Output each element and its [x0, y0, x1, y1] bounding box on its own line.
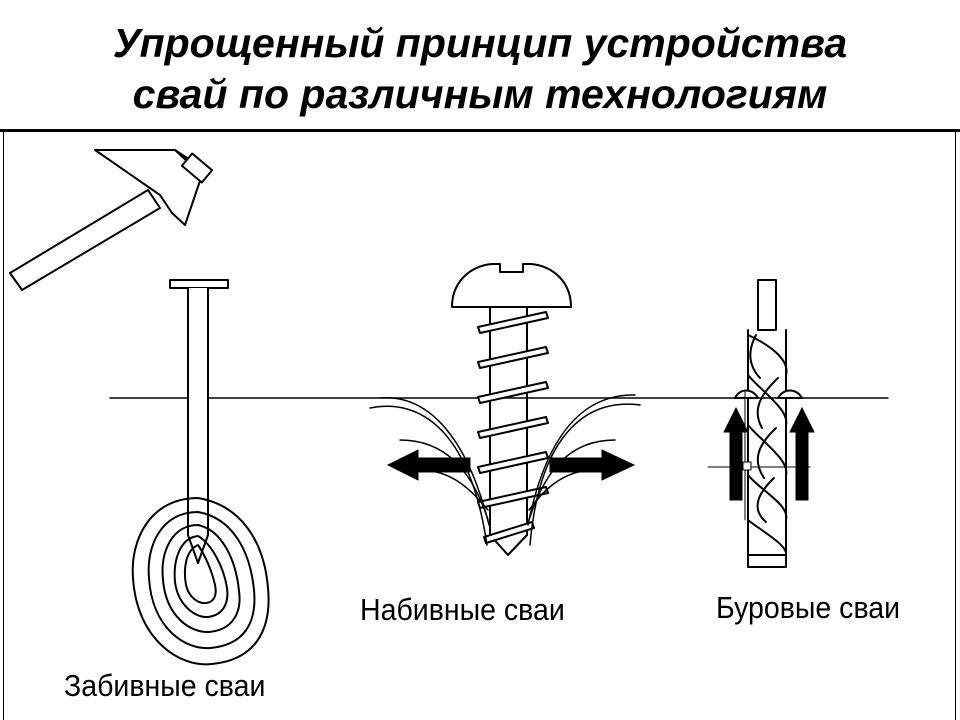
arrow-up-left-icon — [723, 406, 749, 501]
soil-compaction-rings — [131, 497, 270, 666]
hammer-icon — [9, 149, 214, 291]
frame-left-edge — [3, 131, 4, 720]
frame-right-edge — [955, 131, 956, 720]
arrow-up-right-icon — [789, 406, 815, 501]
label-stuffed-piles: Набивные сваи — [360, 592, 565, 627]
slide-title: Упрощенный принцип устройства свай по ра… — [0, 18, 960, 120]
arrow-right-icon — [549, 449, 636, 481]
label-driven-piles: Забивные сваи — [64, 668, 266, 703]
stuffed-pile — [451, 263, 572, 556]
bored-pile — [707, 279, 811, 568]
title-line-2: свай по различным технологиям — [132, 71, 828, 117]
title-line-1: Упрощенный принцип устройства — [112, 20, 848, 66]
driven-pile — [169, 279, 229, 564]
arrow-left-icon — [386, 449, 471, 481]
label-bored-piles: Буровые сваи — [716, 590, 901, 625]
title-divider — [0, 129, 960, 132]
